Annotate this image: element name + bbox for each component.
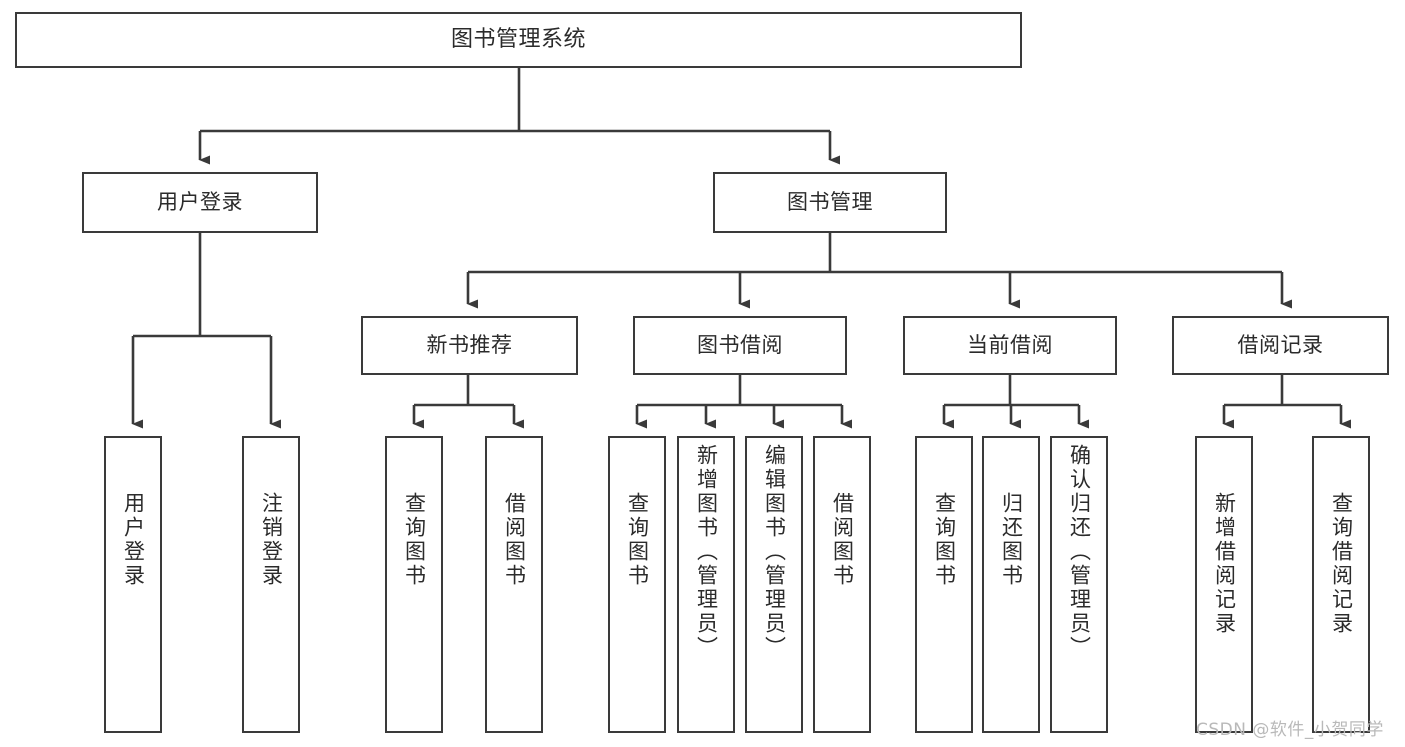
- leaf-user-login[interactable]: 用户登录: [104, 436, 162, 733]
- node-user-login[interactable]: 用户登录: [82, 172, 318, 233]
- leaf-confirm-return-admin[interactable]: 确认归还（管理员）: [1050, 436, 1108, 733]
- leaf-edit-book-admin[interactable]: 编辑图书（管理员）: [745, 436, 803, 733]
- node-label: 查询图书: [932, 492, 957, 588]
- leaf-logout[interactable]: 注销登录: [242, 436, 300, 733]
- node-label: 借阅记录: [1237, 333, 1324, 358]
- node-label: 确认归还（管理员）: [1067, 444, 1092, 660]
- node-borrow-record[interactable]: 借阅记录: [1172, 316, 1389, 375]
- leaf-borrow-book[interactable]: 借阅图书: [813, 436, 871, 733]
- leaf-borrow-book-recommend[interactable]: 借阅图书: [485, 436, 543, 733]
- node-new-book-recommendation[interactable]: 新书推荐: [361, 316, 578, 375]
- node-label: 编辑图书（管理员）: [762, 444, 787, 660]
- leaf-query-book-borrow[interactable]: 查询图书: [608, 436, 666, 733]
- csdn-watermark: CSDN @软件_小贺同学: [1196, 720, 1384, 740]
- node-label: 用户登录: [121, 492, 146, 588]
- node-label: 用户登录: [157, 190, 243, 215]
- node-label: 查询图书: [625, 492, 650, 588]
- leaf-add-book-admin[interactable]: 新增图书（管理员）: [677, 436, 735, 733]
- node-label: 图书借阅: [697, 333, 783, 358]
- node-label: 查询图书: [402, 492, 427, 588]
- leaf-query-book-recommend[interactable]: 查询图书: [385, 436, 443, 733]
- node-label: 注销登录: [259, 492, 284, 588]
- leaf-query-borrow-record[interactable]: 查询借阅记录: [1312, 436, 1370, 733]
- node-label: 图书管理系统: [450, 27, 586, 53]
- leaf-query-book-current[interactable]: 查询图书: [915, 436, 973, 733]
- node-root-system[interactable]: 图书管理系统: [15, 12, 1022, 68]
- node-book-borrow[interactable]: 图书借阅: [633, 316, 847, 375]
- node-label: 借阅图书: [502, 492, 527, 588]
- node-label: 查询借阅记录: [1329, 492, 1354, 636]
- node-label: 归还图书: [999, 492, 1024, 588]
- node-book-manage[interactable]: 图书管理: [713, 172, 947, 233]
- node-label: 新增图书（管理员）: [694, 444, 719, 660]
- node-current-borrow[interactable]: 当前借阅: [903, 316, 1117, 375]
- node-label: 借阅图书: [830, 492, 855, 588]
- node-label: 新书推荐: [426, 333, 513, 358]
- leaf-return-book[interactable]: 归还图书: [982, 436, 1040, 733]
- leaf-add-borrow-record[interactable]: 新增借阅记录: [1195, 436, 1253, 733]
- node-label: 图书管理: [787, 190, 873, 215]
- node-label: 当前借阅: [967, 333, 1053, 358]
- node-label: 新增借阅记录: [1212, 492, 1237, 636]
